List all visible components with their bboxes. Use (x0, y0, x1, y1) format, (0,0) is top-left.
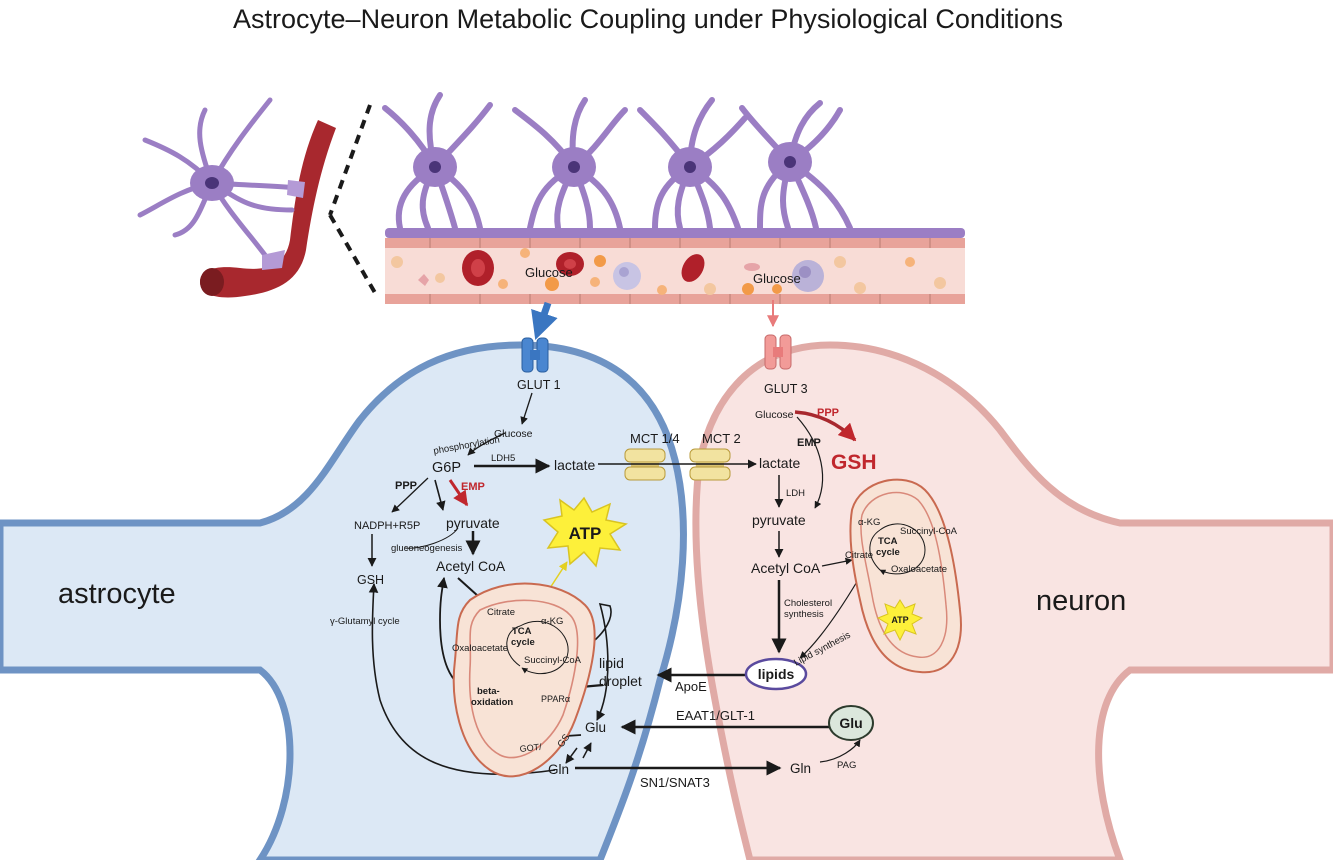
apoe-label: ApoE (675, 679, 707, 694)
astro-beta-2: oxidation (471, 697, 513, 708)
neuron-succinyl: Succinyl-CoA (900, 526, 958, 537)
neuron-tca-2: cycle (876, 547, 900, 558)
neuron-tca-1: TCA (878, 536, 898, 547)
neuron-oxaloacetate: Oxaloacetate (891, 564, 947, 575)
astro-ppp: PPP (395, 480, 417, 492)
snat-label: SN1/SNAT3 (640, 775, 710, 790)
astro-oxaloacetate: Oxaloacetate (452, 643, 508, 654)
neuron-label: neuron (1036, 585, 1126, 617)
neuron-lactate: lactate (759, 455, 800, 471)
vessel-glucose-left: Glucose (525, 265, 573, 280)
astro-lipid: lipid (599, 655, 624, 671)
neuron-atp: ATP (891, 615, 908, 625)
astro-akg: α-KG (541, 616, 563, 627)
neuron-cholesterol-1: Cholesterol (784, 598, 832, 609)
neuron-pyruvate: pyruvate (752, 512, 806, 528)
astro-lactate: lactate (554, 457, 595, 473)
glut1-label: GLUT 1 (517, 378, 561, 392)
astro-citrate: Citrate (487, 607, 515, 618)
neuron-acetyl-coa: Acetyl CoA (751, 560, 821, 576)
neuron-lipids: lipids (758, 666, 795, 682)
astrocyte-label: astrocyte (58, 578, 176, 610)
astro-atp-star: ATP (542, 496, 628, 568)
astro-glucose: Glucose (494, 428, 533, 440)
astro-got: GOT/ (519, 742, 542, 754)
neuron-gln: Gln (790, 761, 811, 776)
blood-vessel: Glucose Glucose (385, 238, 965, 304)
astro-atp: ATP (569, 524, 602, 543)
astro-tca-2: cycle (511, 637, 535, 648)
neuron-ppp: PPP (817, 407, 839, 419)
astro-gsh: GSH (357, 573, 384, 587)
neuron-glu: Glu (839, 715, 862, 731)
mct14-label: MCT 1/4 (630, 431, 680, 446)
glut1-transporter (521, 337, 549, 373)
neuron-ldh: LDH (786, 488, 805, 499)
astro-ppara: PPARα (541, 694, 570, 704)
neuron-pag: PAG (837, 760, 856, 771)
neuron-lipids-badge: lipids (744, 657, 808, 691)
astro-emp: EMP (461, 481, 485, 493)
neuron-atp-star (876, 599, 924, 642)
astro-pyruvate: pyruvate (446, 515, 500, 531)
astro-beta-1: beta- (477, 686, 500, 697)
neuron-emp: EMP (797, 437, 821, 449)
zoom-indicator (328, 104, 380, 300)
neuron-gsh: GSH (831, 451, 877, 474)
astro-glu: Glu (585, 720, 606, 735)
astro-ldh5: LDH5 (491, 453, 515, 464)
mct2-label: MCT 2 (702, 431, 741, 446)
glut3-transporter (764, 334, 792, 370)
astrocyte-pathways: Glucose phosphorylation G6P LDH5 lactate… (330, 392, 830, 778)
astrocyte-row (382, 92, 965, 238)
astrocyte-vessel-icon (137, 97, 336, 298)
astro-gln: Gln (548, 762, 569, 777)
astro-gluconeogenesis: gluconeogenesis (391, 543, 463, 554)
neuron-glucose: Glucose (755, 409, 794, 421)
astro-g6p: G6P (432, 460, 461, 476)
astrocyte-mitochondrion (452, 582, 596, 778)
diagram-title: Astrocyte–Neuron Metabolic Coupling unde… (233, 4, 1063, 34)
astro-acetyl-coa: Acetyl CoA (436, 558, 506, 574)
neuron-cholesterol-2: synthesis (784, 609, 824, 620)
astro-droplet: droplet (599, 673, 642, 689)
astro-gamma-glutamyl: γ-Glutamyl cycle (330, 616, 400, 627)
glut3-label: GLUT 3 (764, 382, 808, 396)
astro-tca-1: TCA (512, 626, 532, 637)
neuron-citrate: Citrate (845, 550, 873, 561)
astro-nadph: NADPH+R5P (354, 520, 420, 532)
eaat-label: EAAT1/GLT-1 (676, 708, 755, 723)
neuron-mitochondrion (849, 478, 962, 674)
astro-succinyl: Succinyl-CoA (524, 655, 582, 666)
vessel-glucose-right: Glucose (753, 271, 801, 286)
neuron-akg: α-KG (858, 517, 880, 528)
neuron-glu-badge: Glu (828, 705, 874, 741)
neuron-pathways: Glucose PPP EMP GSH lactate LDH pyruvate… (744, 407, 962, 776)
